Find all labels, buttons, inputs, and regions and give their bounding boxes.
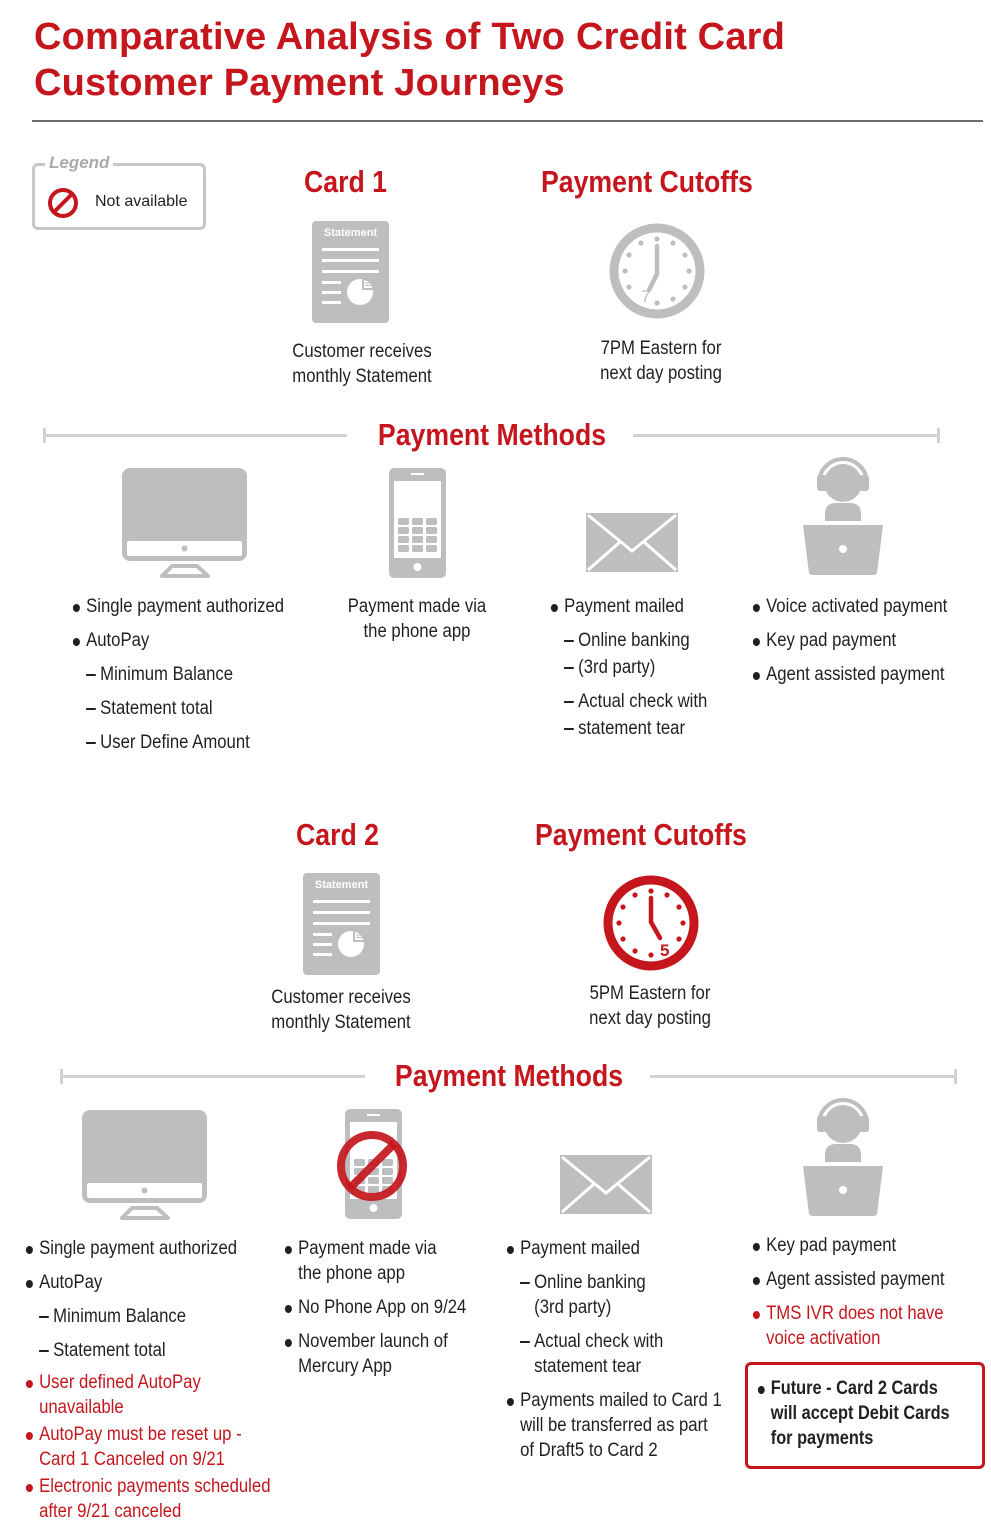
desktop-monitor-icon — [82, 1110, 207, 1220]
prohibited-icon — [48, 188, 78, 218]
list-item: Payment mailed — [506, 1236, 717, 1261]
divider-line-right — [650, 1075, 956, 1078]
page-title-line-2: Customer Payment Journeys — [34, 62, 565, 104]
legend-label: Not available — [95, 193, 188, 210]
list-item: Voice activated payment — [752, 594, 954, 619]
card2-mail-list: Payment mailed Online banking(3rd party)… — [506, 1236, 746, 1472]
page-title: Comparative Analysis of Two Credit Card … — [34, 14, 964, 106]
envelope-icon — [560, 1155, 652, 1214]
list-item: Key pad payment — [752, 628, 954, 653]
divider-line-right — [633, 434, 939, 437]
statement-icon-label: Statement — [315, 879, 369, 891]
card1-cutoff-heading: Payment Cutoffs — [541, 164, 753, 199]
card1-mail-list: Payment mailed Online banking (3rd party… — [550, 594, 750, 750]
list-item: AutoPay — [72, 628, 301, 653]
legend-title: Legend — [45, 153, 114, 173]
list-item: Agent assisted payment — [752, 662, 954, 687]
statement-icon: Statement — [303, 873, 380, 975]
card1-online-list: Single payment authorized AutoPay Minimu… — [72, 594, 332, 764]
divider-line-left — [43, 434, 347, 437]
list-item: AutoPay — [25, 1270, 263, 1295]
smartphone-icon — [389, 468, 446, 578]
list-item-continuation: (3rd party) — [550, 655, 726, 680]
list-item: Single payment authorized — [25, 1236, 263, 1261]
divider-cap-right — [954, 1069, 957, 1084]
card1-cutoff-caption: 7PM Eastern for next day posting — [600, 338, 722, 384]
call-center-agent-icon — [803, 1098, 883, 1216]
list-item: Agent assisted payment — [752, 1267, 959, 1292]
clock-number: 5 — [660, 941, 669, 960]
statement-icon-label: Statement — [324, 227, 378, 239]
card2-online-list: Single payment authorized AutoPay Minimu… — [25, 1236, 295, 1526]
card1-heading: Card 1 — [304, 164, 387, 199]
list-item: Statement total — [25, 1338, 263, 1363]
statement-icon: Statement — [312, 221, 389, 323]
list-item: User Define Amount — [72, 730, 301, 755]
card2-phone-list: Key pad payment Agent assisted payment T… — [752, 1233, 987, 1360]
clock-icon: 7 — [609, 223, 705, 319]
card2-heading: Card 2 — [296, 817, 379, 852]
card1-phone-list: Voice activated payment Key pad payment … — [752, 594, 982, 696]
divider-cap-right — [937, 428, 940, 443]
list-item: Payment mailed — [550, 594, 726, 619]
divider-line-left — [60, 1075, 365, 1078]
list-item: Online banking — [550, 628, 726, 653]
card2-methods-heading: Payment Methods — [394, 1058, 624, 1093]
desktop-monitor-icon — [122, 468, 247, 578]
list-item: Minimum Balance — [25, 1304, 263, 1329]
page-title-line-1: Comparative Analysis of Two Credit Card — [34, 16, 786, 58]
list-item: Statement total — [72, 696, 301, 721]
card2-statement-caption: Customer receives monthly Statement — [271, 987, 411, 1033]
call-center-agent-icon — [803, 457, 883, 575]
clock-number: 7 — [641, 287, 650, 306]
list-item-unavailable: AutoPay must be reset up -Card 1 Cancele… — [25, 1422, 263, 1472]
prohibited-icon — [337, 1131, 407, 1201]
title-divider — [32, 120, 983, 122]
mobile-unavailable-icon-group — [334, 1109, 409, 1219]
list-item: Minimum Balance — [72, 662, 301, 687]
card1-statement-caption: Customer receives monthly Statement — [292, 341, 432, 387]
envelope-icon — [586, 513, 678, 572]
clock-icon: 5 — [603, 875, 699, 971]
list-item-continuation: statement tear — [550, 716, 726, 741]
legend-box: Legend Not available — [32, 153, 206, 230]
list-item: Online banking(3rd party) — [506, 1270, 717, 1320]
list-item: Actual check with — [550, 689, 726, 714]
list-item: No Phone App on 9/24 — [284, 1295, 469, 1320]
card2-cutoff-heading: Payment Cutoffs — [535, 817, 747, 852]
list-item: Single payment authorized — [72, 594, 301, 619]
list-item: Key pad payment — [752, 1233, 959, 1258]
card1-methods-heading: Payment Methods — [377, 417, 607, 452]
card2-cutoff-caption: 5PM Eastern for next day posting — [589, 983, 711, 1029]
card1-mobile-caption: Payment made via the phone app — [347, 596, 487, 642]
